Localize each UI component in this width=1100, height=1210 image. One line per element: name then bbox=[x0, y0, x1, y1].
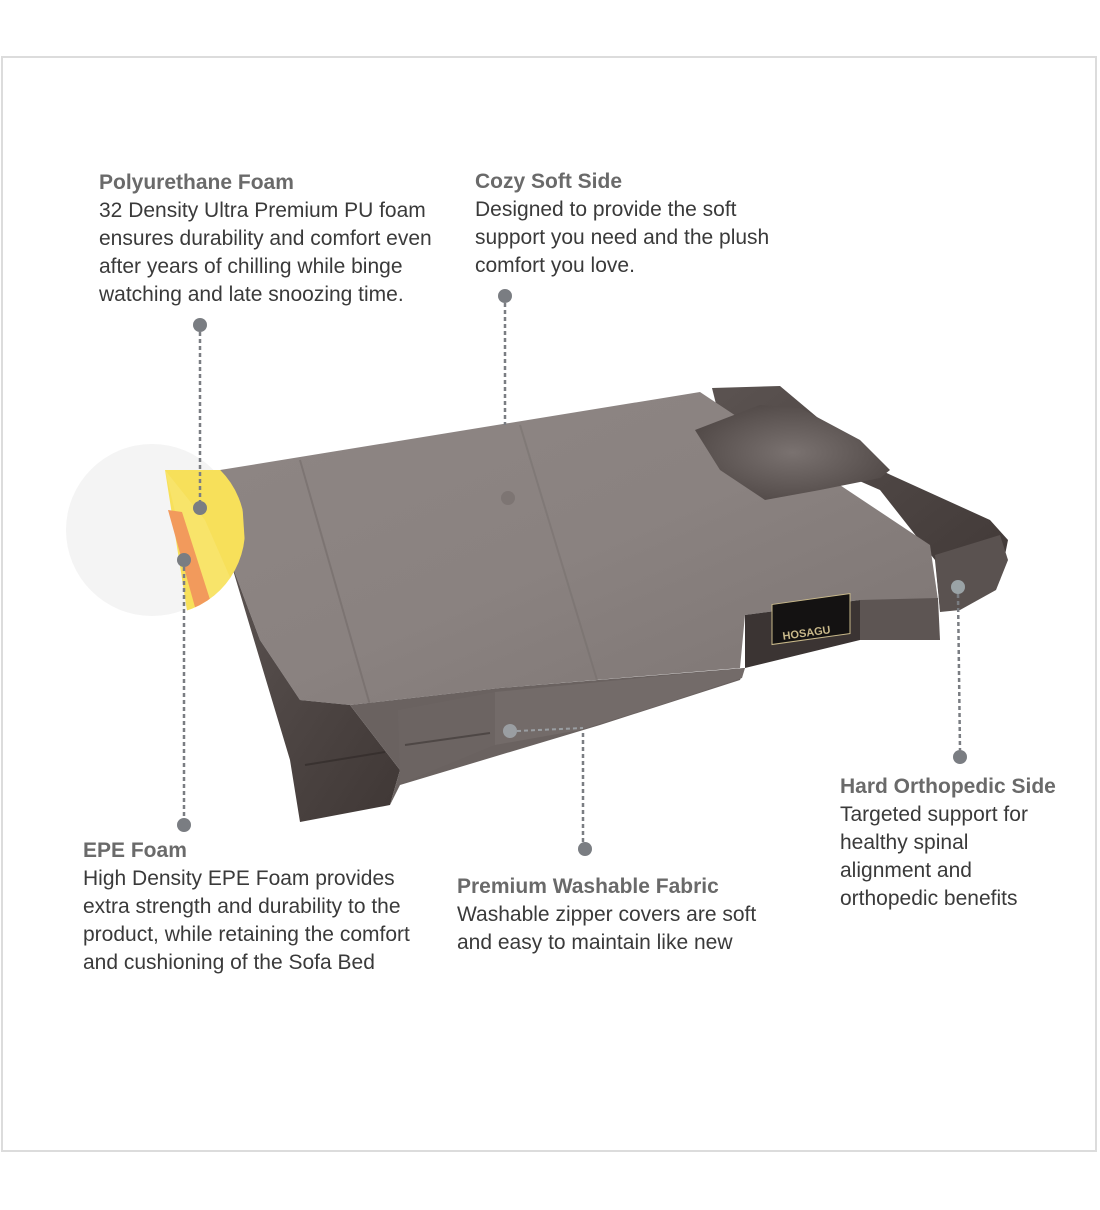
front-panel-light bbox=[398, 692, 495, 784]
callout-cozy-soft-side bbox=[498, 289, 515, 505]
feature-premium-washable-fabric: Premium Washable Fabric Washable zipper … bbox=[457, 873, 787, 957]
right-armrest-front bbox=[935, 535, 1008, 612]
feature-description: High Density EPE Foam provides extra str… bbox=[83, 867, 410, 974]
feature-title: Hard Orthopedic Side bbox=[840, 775, 1056, 798]
brand-label: HOSAGU bbox=[771, 592, 851, 646]
feature-description: Targeted support for healthy spinal alig… bbox=[840, 803, 1028, 910]
feature-polyurethane-foam: Polyurethane Foam 32 Density Ultra Premi… bbox=[99, 169, 459, 309]
pillow bbox=[695, 405, 890, 500]
feature-epe-foam: EPE Foam High Density EPE Foam provides … bbox=[83, 837, 443, 977]
callout-hard-orthopedic-side bbox=[951, 580, 967, 764]
feature-description: 32 Density Ultra Premium PU foam ensures… bbox=[99, 199, 432, 306]
callout-epe-foam bbox=[177, 553, 191, 832]
front-panel-center bbox=[495, 668, 745, 745]
feature-title: Polyurethane Foam bbox=[99, 171, 294, 194]
callout-polyurethane-foam bbox=[193, 318, 207, 515]
feature-title: Cozy Soft Side bbox=[475, 170, 623, 193]
feature-title: Premium Washable Fabric bbox=[457, 875, 719, 898]
feature-cozy-soft-side: Cozy Soft Side Designed to provide the s… bbox=[475, 168, 805, 280]
feature-title: EPE Foam bbox=[83, 839, 187, 862]
callout-premium-washable-fabric bbox=[503, 724, 592, 856]
feature-hard-orthopedic-side: Hard Orthopedic Side Targeted support fo… bbox=[840, 773, 1080, 913]
front-panel-right bbox=[860, 598, 940, 640]
feature-description: Designed to provide the soft support you… bbox=[475, 198, 770, 277]
feature-description: Washable zipper covers are soft and easy… bbox=[457, 903, 757, 954]
